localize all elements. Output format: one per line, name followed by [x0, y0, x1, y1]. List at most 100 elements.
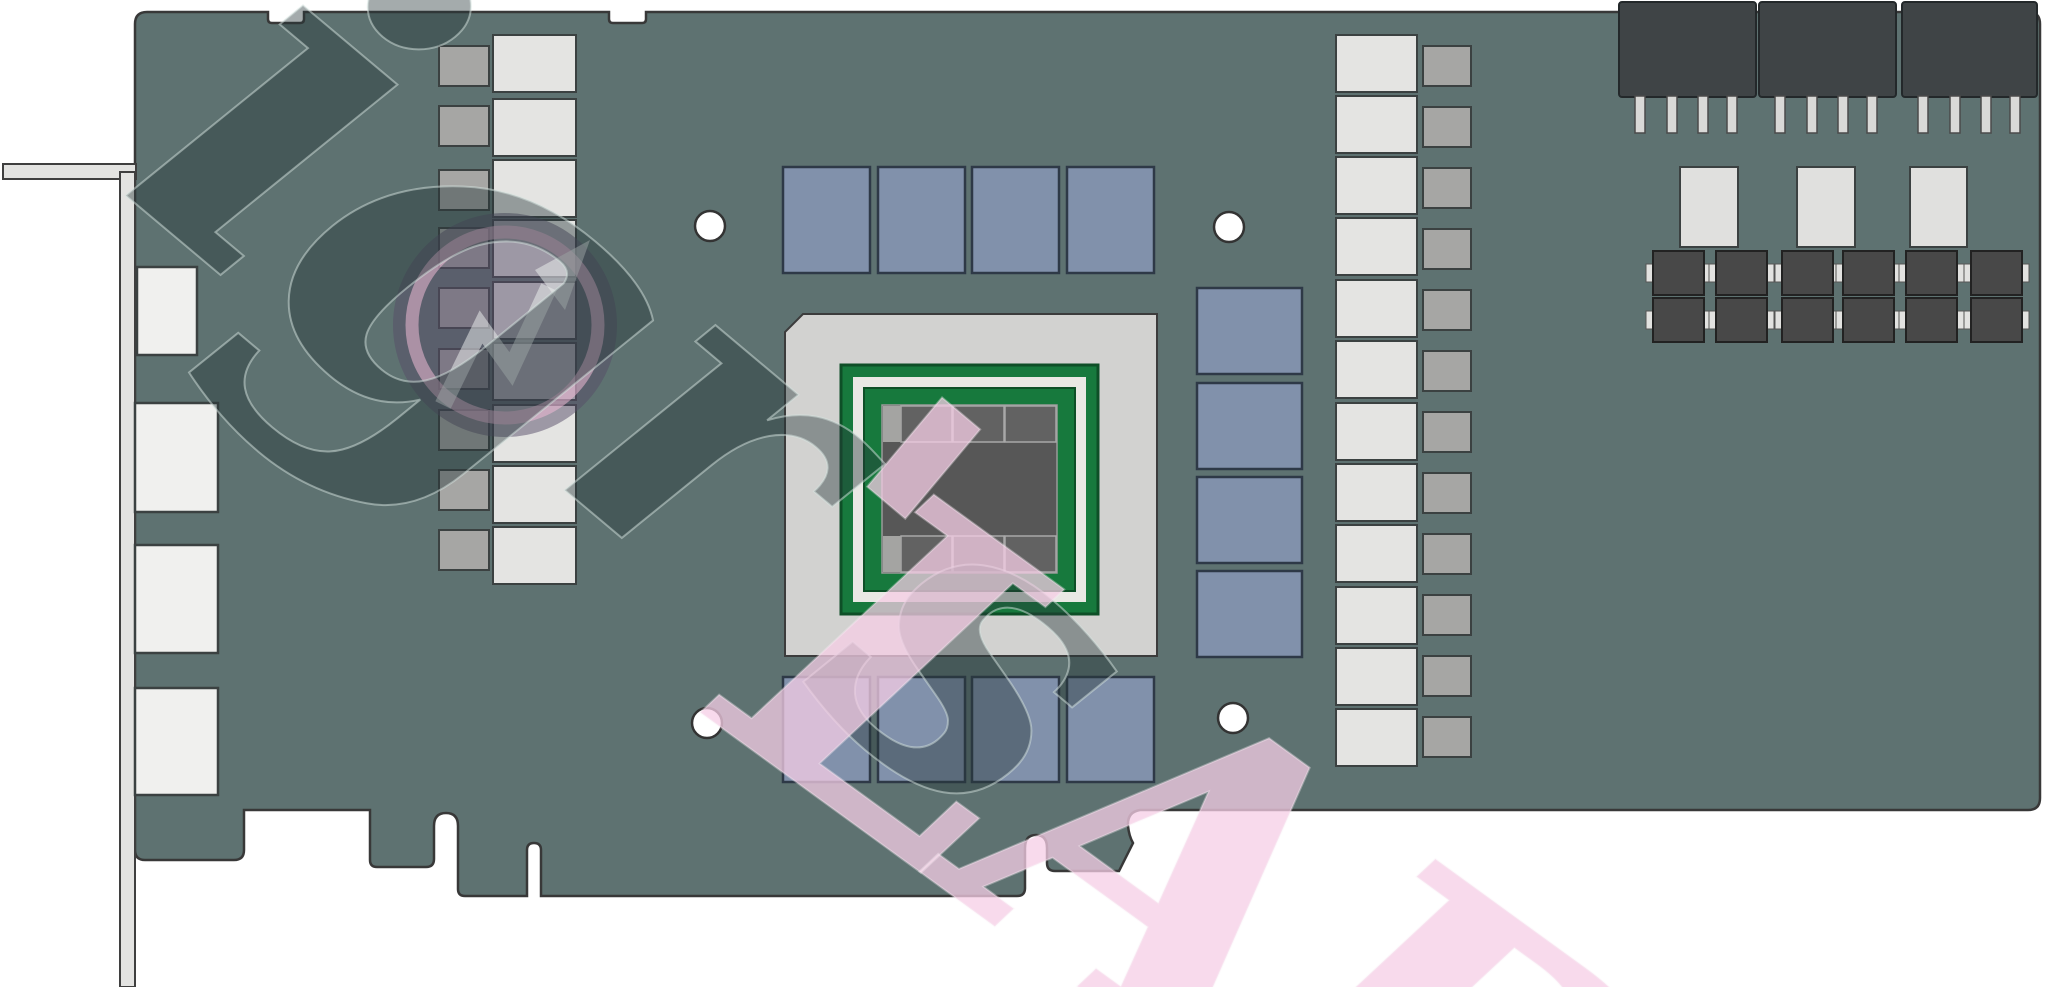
capacitor — [1715, 297, 1768, 343]
pci-bracket-bar — [119, 171, 136, 987]
logo-badge-ring — [405, 225, 605, 425]
mounting-hole — [1216, 701, 1250, 735]
capacitor-terminal — [1963, 263, 1972, 283]
memory-chip — [876, 675, 967, 784]
capacitor-terminal — [1835, 263, 1844, 283]
mosfet-chip — [492, 526, 577, 585]
die-tile — [900, 535, 953, 573]
mosfet-chip — [1335, 524, 1418, 583]
capacitor — [1652, 297, 1705, 343]
mosfet-chip — [492, 159, 577, 218]
connector-pin — [1837, 95, 1849, 134]
memory-chip — [1195, 475, 1304, 565]
pci-bracket-arm — [2, 163, 137, 180]
driver-ic — [1796, 166, 1856, 248]
mosfet-chip — [1335, 217, 1418, 276]
mosfet-chip — [1335, 586, 1418, 645]
memory-chip — [1195, 381, 1304, 471]
capacitor — [1781, 250, 1834, 296]
memory-chip — [1065, 675, 1156, 784]
capacitor-terminal — [1898, 310, 1907, 330]
logo-badge-arrow — [435, 283, 557, 409]
power-connector — [1758, 1, 1897, 98]
mosfet-chip — [1335, 463, 1418, 522]
io-port — [133, 543, 220, 655]
capacitor-terminal — [1645, 310, 1654, 330]
connector-pin — [1697, 95, 1709, 134]
capacitor-terminal — [1766, 310, 1775, 330]
connector-pin — [1774, 95, 1786, 134]
capacitor-terminal — [1774, 263, 1783, 283]
driver-chip — [1422, 533, 1472, 575]
connector-pin — [1949, 95, 1961, 134]
capacitor — [1970, 250, 2023, 296]
capacitor — [1652, 250, 1705, 296]
mounting-hole — [690, 706, 724, 740]
memory-chip — [781, 165, 872, 275]
io-port — [135, 265, 199, 357]
driver-chip — [1422, 594, 1472, 636]
connector-pin — [1806, 95, 1818, 134]
memory-chip — [876, 165, 967, 275]
mosfet-chip — [1335, 34, 1418, 93]
memory-chip — [781, 675, 872, 784]
mosfet-chip — [1335, 647, 1418, 706]
driver-chip — [1422, 167, 1472, 209]
die-tile — [952, 535, 1005, 573]
capacitor-terminal — [1956, 263, 1965, 283]
connector-pin — [1726, 95, 1738, 134]
capacitor — [1905, 297, 1958, 343]
capacitor — [1715, 250, 1768, 296]
mounting-hole — [1212, 210, 1246, 244]
power-connector — [1901, 1, 2038, 98]
capacitor-terminal — [1645, 263, 1654, 283]
driver-ic — [1679, 166, 1739, 248]
die-tile — [1004, 535, 1057, 573]
capacitor-terminal — [2021, 263, 2030, 283]
capacitor — [1905, 250, 1958, 296]
die-corner-pad — [883, 536, 901, 572]
mosfet-chip — [1335, 402, 1418, 461]
mounting-hole — [693, 209, 727, 243]
capacitor — [1970, 297, 2023, 343]
mosfet-chip — [1335, 156, 1418, 215]
connector-pin — [2009, 95, 2021, 134]
capacitor-terminal — [1963, 310, 1972, 330]
connector-pin — [1634, 95, 1646, 134]
mosfet-chip — [1335, 279, 1418, 338]
capacitor — [1781, 297, 1834, 343]
driver-chip — [438, 529, 490, 571]
connector-pin — [1666, 95, 1678, 134]
connector-pin — [1917, 95, 1929, 134]
driver-chip — [438, 469, 490, 511]
mosfet-chip — [492, 34, 577, 93]
driver-chip — [438, 169, 490, 211]
capacitor-terminal — [1774, 310, 1783, 330]
mosfet-chip — [492, 98, 577, 157]
driver-chip — [1422, 655, 1472, 697]
capacitor-terminal — [1766, 263, 1775, 283]
capacitor-terminal — [1956, 310, 1965, 330]
driver-chip — [1422, 289, 1472, 331]
memory-chip — [970, 675, 1061, 784]
connector-pin — [1980, 95, 1992, 134]
capacitor-terminal — [1708, 263, 1717, 283]
die-tile — [952, 405, 1005, 443]
mosfet-chip — [492, 465, 577, 524]
memory-chip — [1195, 569, 1304, 659]
die-tile — [1004, 405, 1057, 443]
capacitor — [1842, 297, 1895, 343]
mosfet-chip — [1335, 708, 1418, 767]
memory-chip — [1065, 165, 1156, 275]
driver-chip — [438, 105, 490, 147]
die-tile — [900, 405, 953, 443]
capacitor — [1842, 250, 1895, 296]
power-connector — [1618, 1, 1757, 98]
die-corner-pad — [883, 406, 901, 442]
memory-chip — [970, 165, 1061, 275]
capacitor-terminal — [2021, 310, 2030, 330]
driver-ic — [1909, 166, 1968, 248]
logo-badge-arrow-head — [535, 240, 590, 310]
driver-chip — [1422, 411, 1472, 453]
